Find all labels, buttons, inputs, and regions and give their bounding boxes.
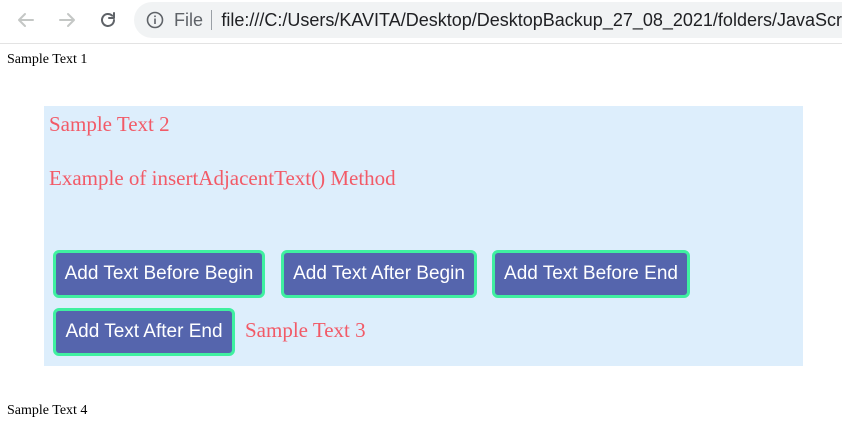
sample-text-2: Sample Text 2 — [49, 112, 170, 136]
page-title: Example of insertAdjacentText() Method — [49, 166, 396, 190]
add-text-before-begin-button[interactable]: Add Text Before Begin — [53, 250, 265, 298]
page-content: Sample Text 1 Sample Text 2 Example of i… — [0, 44, 842, 446]
arrow-left-icon[interactable] — [14, 8, 38, 32]
add-text-before-end-button[interactable]: Add Text Before End — [492, 250, 690, 298]
add-text-after-begin-button[interactable]: Add Text After Begin — [281, 250, 477, 298]
reload-icon[interactable] — [96, 8, 120, 32]
arrow-right-icon[interactable] — [55, 8, 79, 32]
content-panel: Sample Text 2 Example of insertAdjacentT… — [44, 106, 803, 366]
sample-text-1: Sample Text 1 — [7, 52, 88, 67]
info-icon[interactable] — [146, 11, 164, 29]
file-scheme-label: File — [174, 9, 204, 30]
add-text-after-end-button[interactable]: Add Text After End — [53, 308, 235, 356]
url-text[interactable]: file:///C:/Users/KAVITA/Desktop/DesktopB… — [221, 9, 842, 30]
browser-toolbar: File file:///C:/Users/KAVITA/Desktop/Des… — [0, 0, 842, 44]
sample-text-3: Sample Text 3 — [245, 318, 366, 342]
sample-text-4: Sample Text 4 — [7, 403, 88, 418]
address-bar[interactable]: File file:///C:/Users/KAVITA/Desktop/Des… — [134, 2, 842, 38]
